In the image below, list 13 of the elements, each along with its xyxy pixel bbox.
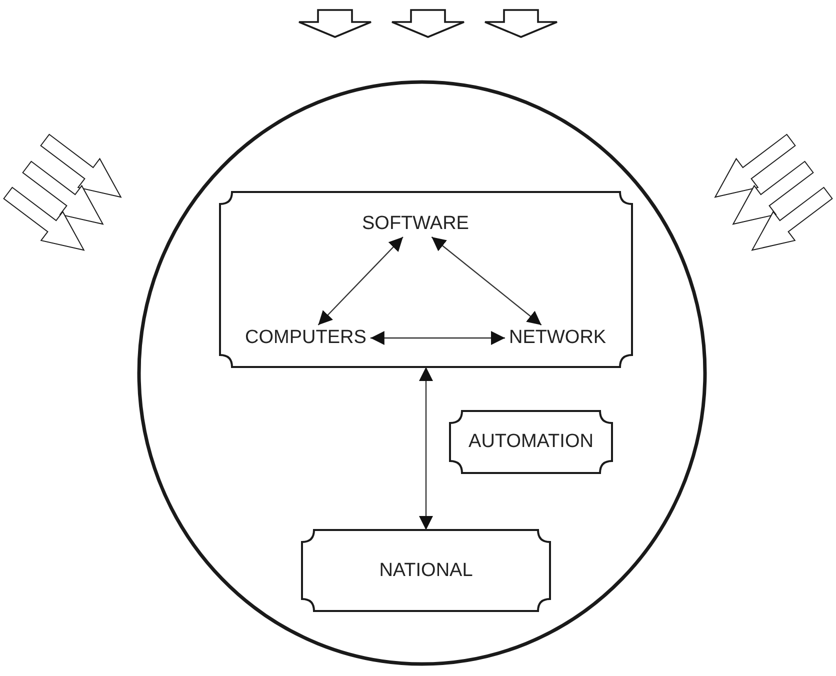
double-arrow: [370, 331, 505, 345]
node-label: COMPUTERS: [241, 325, 370, 351]
double-arrow: [419, 367, 433, 530]
frame-box: [302, 530, 550, 611]
double-arrow: [318, 236, 404, 326]
double-arrow: [431, 236, 542, 326]
node-label: NETWORK: [505, 325, 610, 351]
node-label: AUTOMATION: [468, 431, 594, 453]
frame-box: [450, 411, 612, 473]
circle-boundary: [137, 80, 707, 666]
node-label: SOFTWARE: [358, 211, 473, 237]
node-label: NATIONAL: [379, 560, 473, 582]
frame-box: [220, 192, 632, 367]
